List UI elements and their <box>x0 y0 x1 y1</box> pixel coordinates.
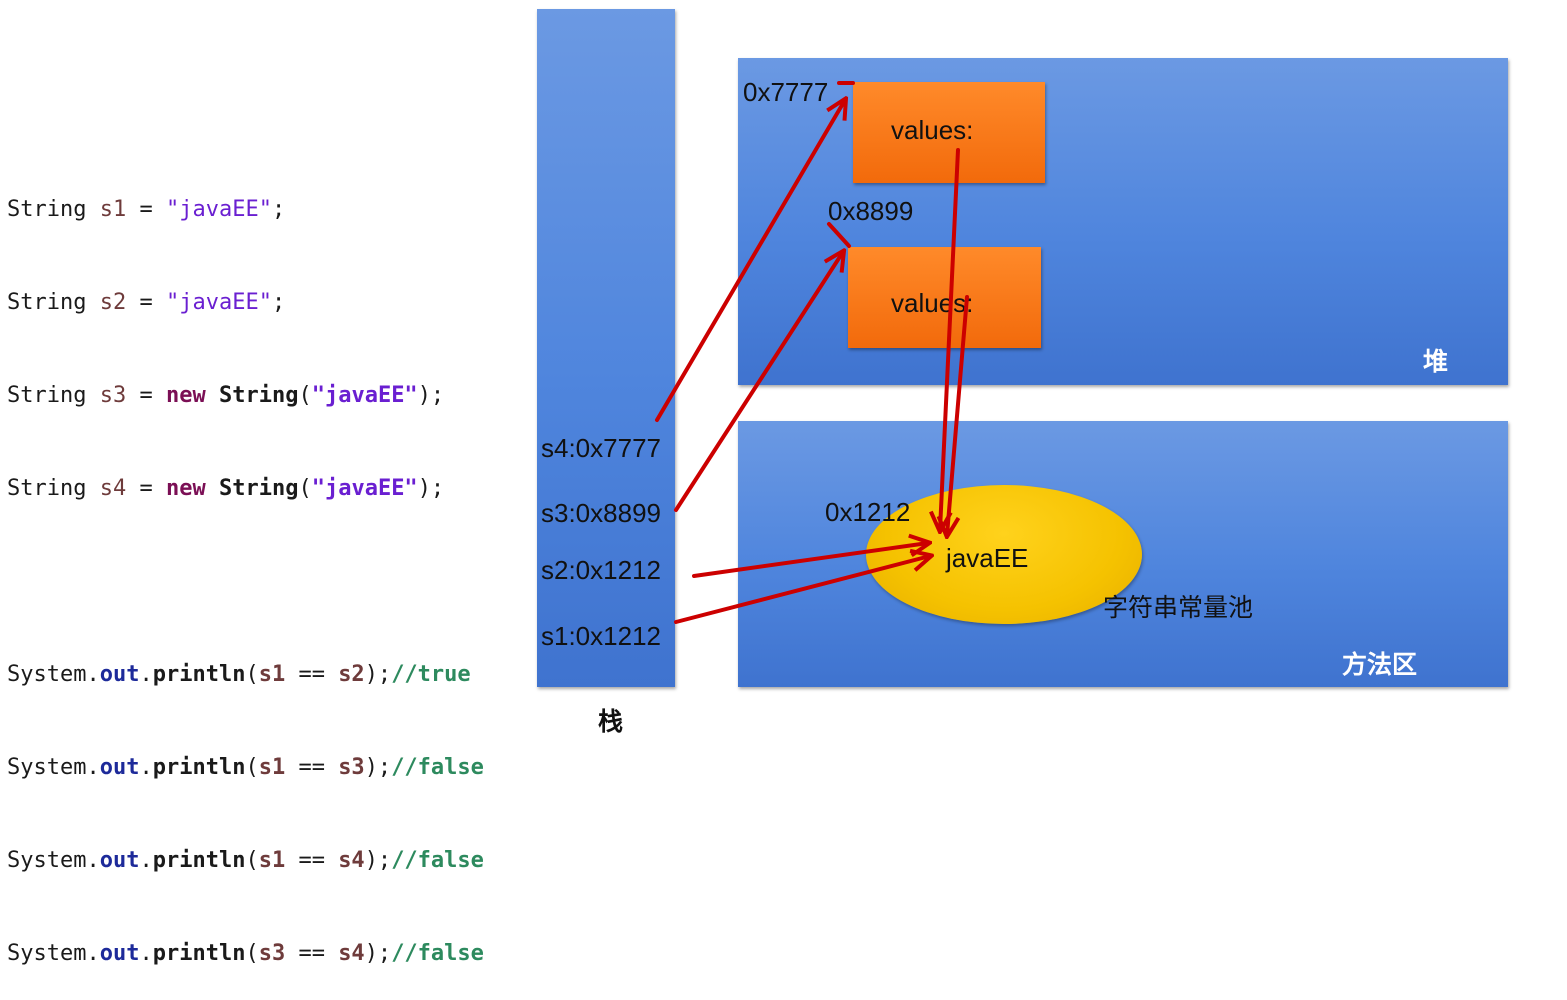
heap-address-0x7777: 0x7777 <box>743 77 829 107</box>
stack-label: 栈 <box>598 707 624 736</box>
stack-entry-s1: s1:0x1212 <box>541 621 661 651</box>
tick-0x8899 <box>827 222 851 248</box>
code-line-print-3: System.out.println(s1 == s4);//false <box>7 848 484 873</box>
arrow-obj1-values-to-pool <box>940 148 960 530</box>
arrow-s2-to-pool <box>692 543 928 578</box>
code-line-s1: String s1 = "javaEE"; <box>7 197 286 222</box>
arrow-obj2-values-to-pool <box>947 295 969 535</box>
heap-object-field-1: values: <box>891 115 974 145</box>
stack-region <box>537 9 675 687</box>
pool-address-0x1212: 0x1212 <box>825 497 911 527</box>
heap-object-0x8899 <box>848 247 1041 348</box>
stack-entry-s4: s4:0x7777 <box>541 433 661 463</box>
pool-label: 字符串常量池 <box>1103 593 1254 622</box>
code-line-s3: String s3 = new String("javaEE"); <box>7 383 445 408</box>
code-line-s2: String s2 = "javaEE"; <box>7 290 286 315</box>
heap-label: 堆 <box>1423 347 1449 376</box>
arrow-s4-to-0x7777 <box>655 100 845 422</box>
heap-object-0x7777 <box>853 82 1045 183</box>
arrow-s3-to-0x8899 <box>674 252 843 512</box>
pool-string-value: javaEE <box>946 543 1029 573</box>
code-line-print-1: System.out.println(s1 == s2);//true <box>7 662 471 687</box>
method-area-label: 方法区 <box>1342 650 1418 679</box>
code-line-s4: String s4 = new String("javaEE"); <box>7 476 445 501</box>
stack-entry-s2: s2:0x1212 <box>541 555 661 585</box>
code-line-print-4: System.out.println(s3 == s4);//false <box>7 941 484 966</box>
heap-address-0x8899: 0x8899 <box>828 196 914 226</box>
arrow-s1-to-pool <box>674 556 930 624</box>
code-line-print-2: System.out.println(s1 == s3);//false <box>7 755 484 780</box>
reference-arrows <box>655 81 969 624</box>
stack-entry-s3: s3:0x8899 <box>541 498 661 528</box>
heap-object-field-2: values: <box>891 288 974 318</box>
